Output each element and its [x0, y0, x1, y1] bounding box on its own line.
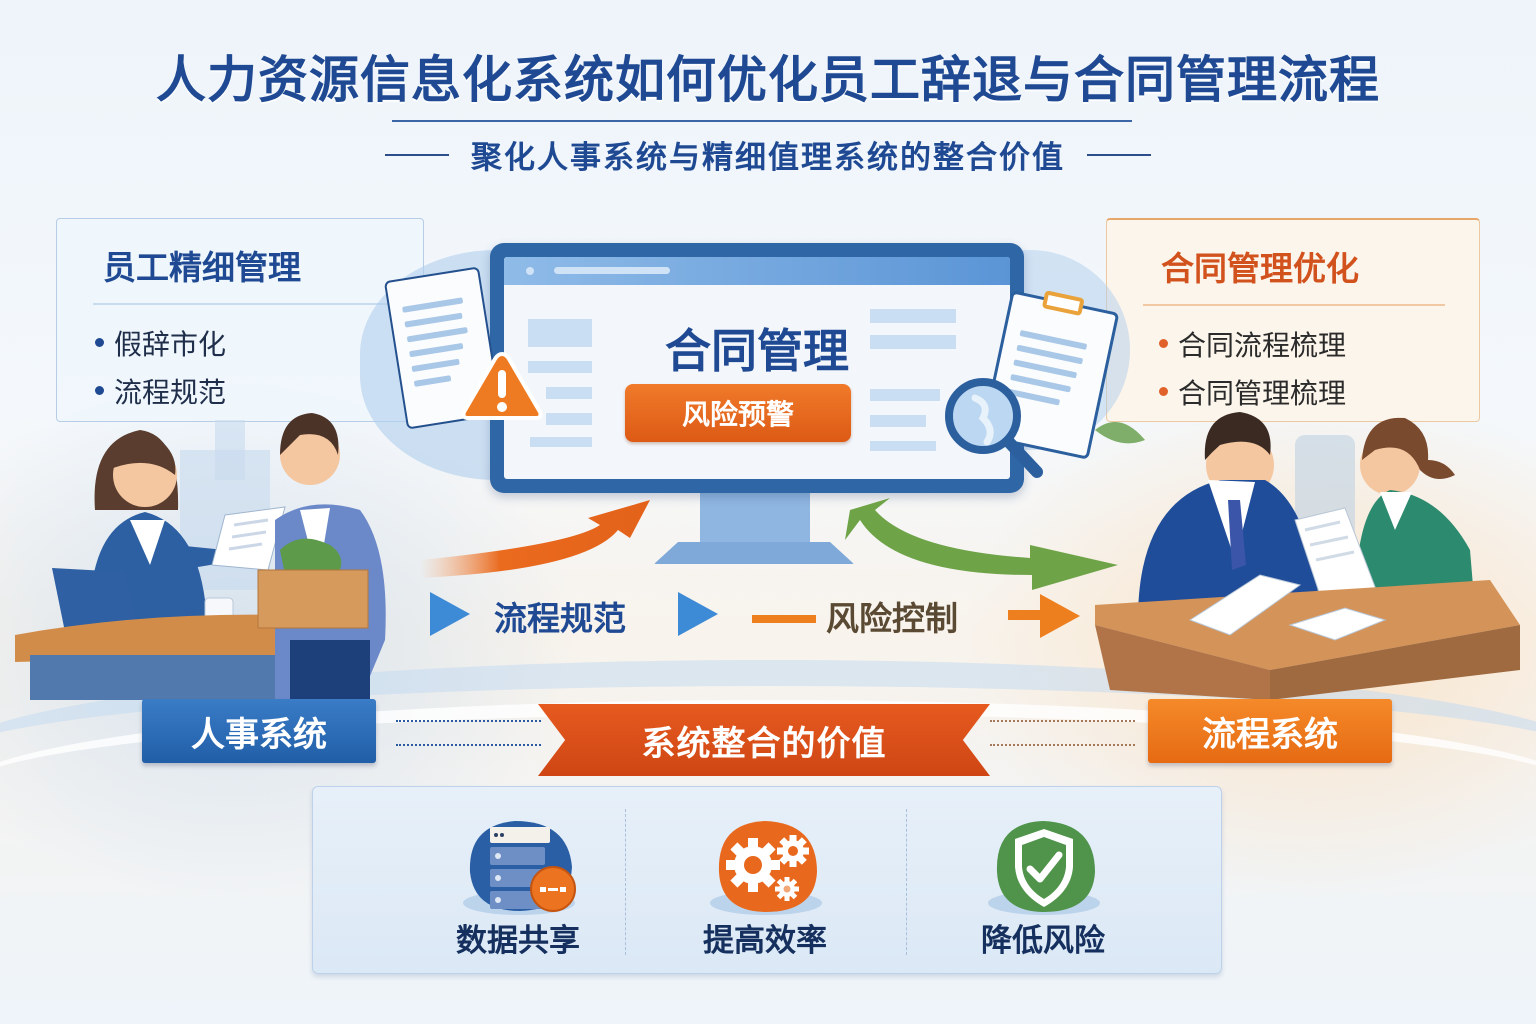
green-double-arrow-icon: [845, 498, 1118, 590]
window-dot-icon: [526, 267, 534, 275]
panel-item-text: 合同管理梳理: [1178, 376, 1347, 410]
flow-triangle-icon: [430, 592, 470, 636]
gears-icon: [710, 821, 822, 915]
orange-arrow-right-icon: [1008, 594, 1080, 638]
divider: [906, 809, 907, 955]
placeholder-block: [528, 319, 592, 347]
placeholder-line: [546, 387, 592, 399]
placeholder-line: [870, 441, 936, 451]
warning-icon: [461, 351, 543, 420]
value-item-risk-reduction: 降低风险: [893, 787, 1193, 975]
bullet-icon: [1159, 387, 1168, 396]
placeholder-line: [870, 335, 956, 349]
value-panel: 数据共享: [312, 786, 1222, 974]
value-label: 数据共享: [456, 923, 580, 959]
magnifier-icon: [945, 378, 1043, 478]
panel-item-text: 合同流程梳理: [1178, 328, 1347, 362]
screen-title: 合同管理: [665, 324, 849, 378]
dotted-connector: [396, 744, 541, 746]
monitor-base: [654, 542, 854, 564]
panel-item-text: 流程规范: [114, 375, 227, 409]
hr-system-tag: 人事系统: [142, 699, 376, 763]
dotted-connector: [990, 720, 1135, 722]
monitor-screen: 合同管理 风险预警: [504, 257, 1010, 479]
divider: [625, 809, 626, 955]
placeholder-line: [870, 389, 940, 401]
bullet-icon: [1159, 339, 1168, 348]
monitor-stand: [700, 493, 810, 545]
contract-signing-scene-illustration: [1095, 412, 1520, 700]
database-share-icon: [463, 821, 576, 915]
panel-title: 合同管理优化: [1161, 249, 1359, 288]
contract-optimization-panel: 合同管理优化 合同流程梳理 合同管理梳理: [1106, 218, 1480, 422]
placeholder-line: [528, 361, 592, 373]
panel-divider: [93, 303, 389, 305]
integration-value-banner: 系统整合的价值: [538, 704, 990, 776]
placeholder-line: [870, 309, 956, 323]
flow-arrows: [420, 498, 1118, 590]
monitor: 合同管理 风险预警: [490, 243, 1024, 493]
bullet-icon: [95, 386, 104, 395]
orange-arrow-icon: [420, 500, 650, 578]
placeholder-line: [546, 413, 592, 425]
value-label: 降低风险: [981, 923, 1105, 959]
subtitle-dash-left: [385, 153, 449, 156]
risk-warning-button[interactable]: 风险预警: [625, 384, 851, 442]
panel-divider: [1143, 304, 1445, 306]
address-bar: [554, 267, 670, 274]
subtitle-dash-right: [1087, 153, 1151, 156]
value-item-data-sharing: 数据共享: [368, 787, 668, 975]
panel-list-item: 假辞市化: [95, 319, 385, 367]
flow-triangle-icon: [678, 592, 718, 636]
subtitle: 聚化人事系统与精细值理系统的整合价值: [471, 140, 1065, 176]
shield-check-icon: [988, 821, 1100, 915]
placeholder-line: [530, 437, 592, 447]
panel-item-text: 假辞市化: [114, 327, 227, 361]
dotted-connector: [990, 744, 1135, 746]
flow-step-2: 风险控制: [826, 599, 958, 638]
page-title: 人力资源信息化系统如何优化员工辞退与合同管理流程: [156, 51, 1380, 109]
dismissal-scene-illustration: [15, 413, 386, 700]
placeholder-line: [870, 415, 926, 427]
dotted-connector: [396, 720, 541, 722]
browser-bar: [504, 257, 1010, 285]
panel-list-item: 流程规范: [95, 367, 385, 415]
panel-list-item: 合同管理梳理: [1145, 368, 1441, 416]
panel-list-item: 合同流程梳理: [1145, 320, 1441, 368]
flow-step-1: 流程规范: [494, 599, 626, 638]
subtitle-row: 聚化人事系统与精细值理系统的整合价值: [0, 132, 1536, 177]
flow-dash: [752, 615, 816, 623]
title-divider: [392, 120, 1132, 122]
value-label: 提高效率: [703, 923, 827, 959]
panel-title: 员工精细管理: [103, 248, 301, 287]
bullet-icon: [95, 338, 104, 347]
process-system-tag: 流程系统: [1148, 699, 1392, 763]
value-item-efficiency: 提高效率: [615, 787, 915, 975]
